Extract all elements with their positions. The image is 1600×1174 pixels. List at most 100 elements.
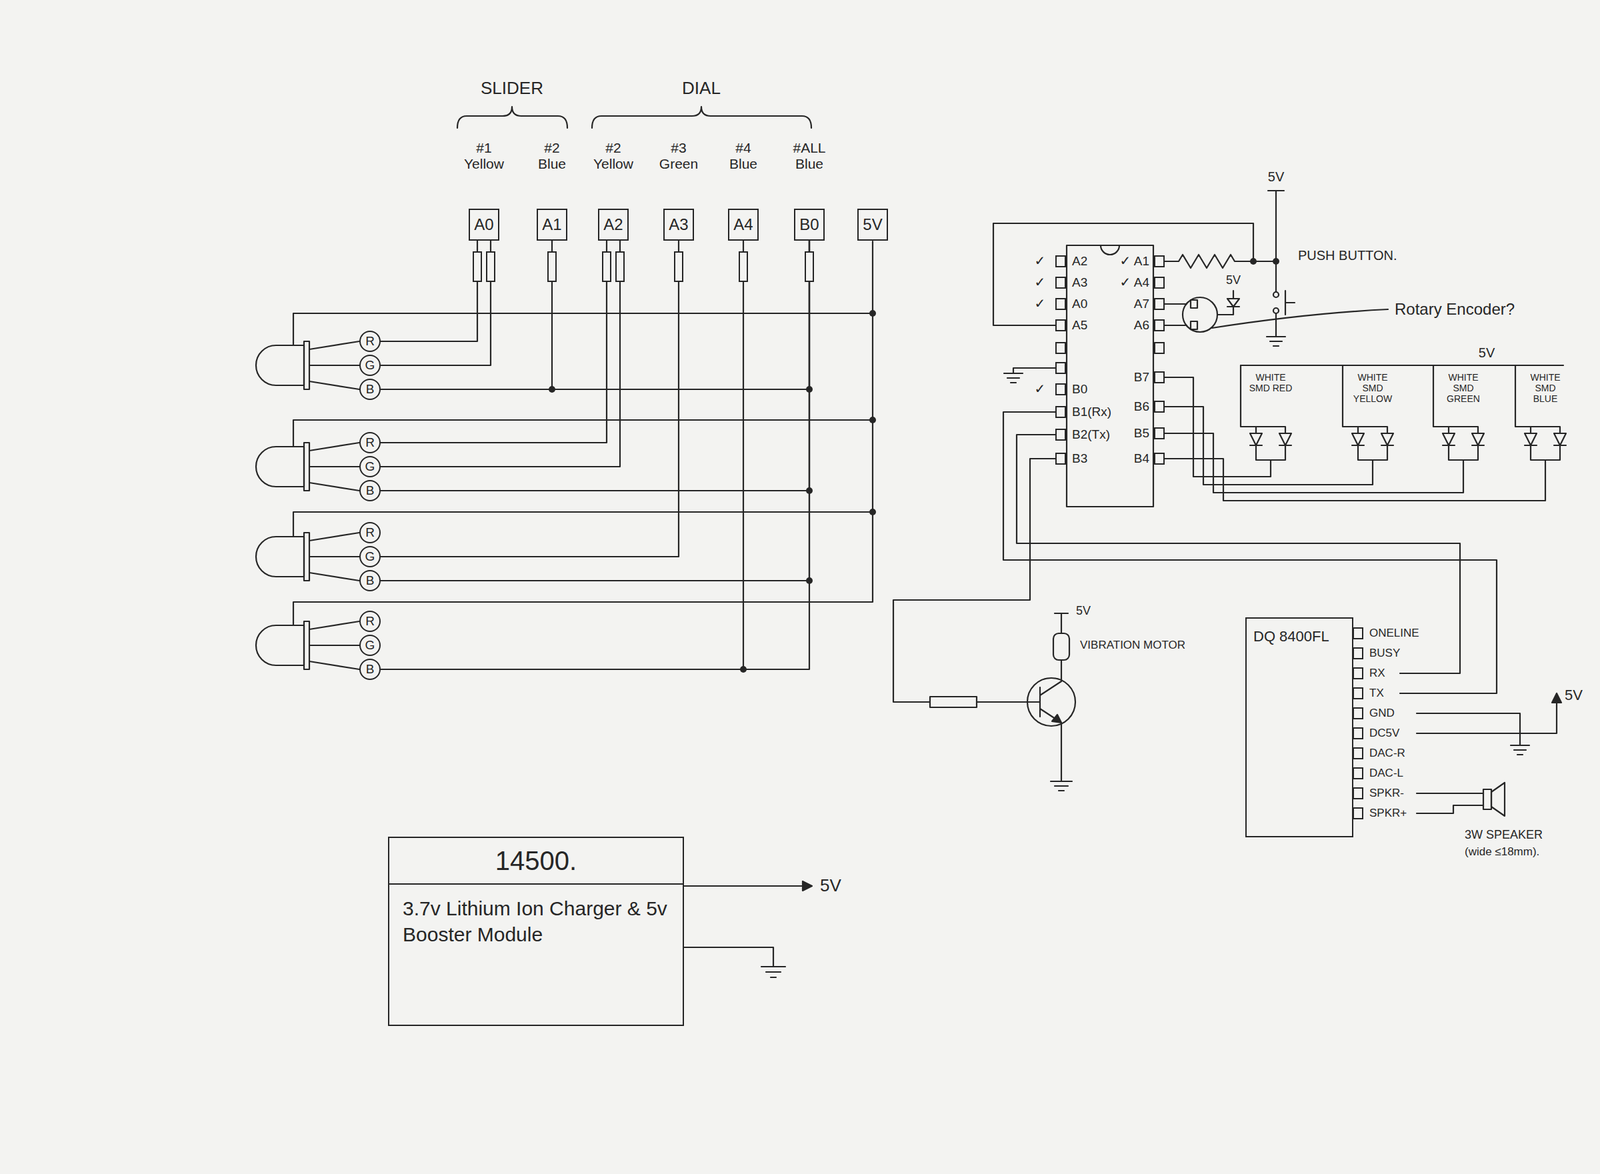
encoder-pin bbox=[1190, 300, 1198, 308]
transistor-symbol bbox=[1027, 678, 1076, 726]
speaker-symbol bbox=[1491, 782, 1505, 816]
ground-symbol bbox=[1050, 781, 1072, 791]
color-note: #2 Blue bbox=[528, 140, 576, 172]
pin-name: B0 bbox=[1070, 382, 1089, 397]
junction-dot bbox=[1272, 258, 1280, 265]
pin-name: B4 bbox=[1132, 451, 1151, 466]
pin-name: A7 bbox=[1132, 296, 1151, 312]
circle-outline bbox=[360, 546, 380, 567]
pin-name: A1 bbox=[542, 215, 562, 234]
transistor-symbol bbox=[1040, 660, 1062, 782]
module-pin bbox=[1353, 628, 1363, 639]
supply-label: 5V bbox=[1477, 345, 1496, 361]
wire bbox=[380, 240, 491, 366]
module-pin bbox=[1353, 708, 1363, 719]
ic-pin bbox=[1056, 384, 1066, 395]
module-text: 3.7v Lithium Ion Charger & 5v Booster Mo… bbox=[389, 884, 683, 958]
pin-name: B1(Rx) bbox=[1070, 404, 1113, 420]
wire bbox=[380, 240, 810, 670]
pin-name: GND bbox=[1368, 706, 1396, 720]
led-lead-circle: R bbox=[359, 330, 381, 352]
color-note: #2 Yellow bbox=[590, 140, 637, 172]
wire bbox=[380, 240, 810, 390]
led-lead-circle: G bbox=[359, 456, 381, 478]
led-label: WHITE SMD GREEN bbox=[1440, 372, 1487, 404]
junction-dot bbox=[869, 310, 876, 317]
led-lead-circle: B bbox=[359, 378, 381, 400]
check-mark: ✓ bbox=[1033, 274, 1048, 290]
ic-notch bbox=[1100, 245, 1120, 255]
part-note: (wide ≤18mm). bbox=[1463, 845, 1541, 859]
ic-pin bbox=[1154, 320, 1164, 331]
module-pin bbox=[1353, 688, 1363, 699]
pin-box: A1 bbox=[536, 208, 567, 241]
pin-name: A5 bbox=[1070, 318, 1089, 333]
junction-dot bbox=[740, 666, 747, 673]
ic-pin bbox=[1154, 453, 1164, 464]
junction-dot bbox=[869, 416, 876, 424]
junction-dot bbox=[1250, 258, 1257, 265]
pin-name: A1 bbox=[1132, 254, 1151, 269]
color-letter: B bbox=[359, 658, 381, 680]
led-lead-circle: R bbox=[359, 610, 381, 632]
supply-label: 5V bbox=[1563, 686, 1584, 704]
pin-name: B7 bbox=[1132, 370, 1151, 385]
pin-name: RX bbox=[1368, 666, 1387, 680]
pin-name: TX bbox=[1368, 686, 1386, 700]
supply-label: 5V bbox=[818, 876, 843, 896]
module-pin bbox=[1353, 648, 1363, 659]
wire bbox=[380, 240, 478, 342]
led-lead-circle: R bbox=[359, 522, 381, 544]
module-box: DQ 8400FL bbox=[1245, 617, 1354, 838]
pin-name: SPKR+ bbox=[1368, 806, 1408, 820]
pin-name: 5V bbox=[862, 215, 882, 234]
color-note: #4 Blue bbox=[720, 140, 767, 172]
wire bbox=[380, 240, 744, 670]
button-contact bbox=[1273, 292, 1279, 298]
color-letter: G bbox=[359, 546, 381, 568]
arrow-head bbox=[1552, 693, 1562, 703]
wire bbox=[380, 240, 679, 557]
resistor-symbol bbox=[674, 252, 683, 282]
push-button bbox=[1285, 290, 1295, 315]
rgb-led bbox=[256, 442, 360, 491]
pin-name: B5 bbox=[1132, 426, 1151, 441]
check-mark: ✓ bbox=[1033, 253, 1048, 269]
pin-box: B0 bbox=[794, 208, 824, 241]
pin-name: A3 bbox=[668, 215, 688, 234]
circle-outline bbox=[360, 379, 380, 400]
ic-pin bbox=[1154, 372, 1164, 383]
check-mark: ✓ bbox=[1118, 274, 1133, 290]
circle-outline bbox=[360, 432, 380, 453]
part-label: PUSH BUTTON. bbox=[1296, 248, 1399, 264]
speaker-symbol bbox=[1483, 789, 1492, 810]
supply-label: 5V bbox=[1074, 604, 1092, 618]
led-lead-circle: R bbox=[359, 432, 381, 454]
check-mark: ✓ bbox=[1033, 296, 1048, 312]
resistor-symbol bbox=[739, 252, 748, 282]
motor-symbol bbox=[1053, 633, 1070, 660]
check-mark: ✓ bbox=[1033, 381, 1048, 397]
led-flange bbox=[304, 442, 310, 491]
pin-box: A2 bbox=[598, 208, 628, 241]
ic-body bbox=[1066, 245, 1154, 507]
led-flange bbox=[304, 532, 310, 581]
arrow-head bbox=[802, 881, 812, 891]
supply-wire bbox=[1416, 701, 1557, 734]
brace bbox=[592, 106, 812, 128]
resistor-symbol bbox=[930, 696, 977, 708]
led-label: WHITE SMD YELLOW bbox=[1349, 372, 1396, 404]
wire bbox=[1164, 406, 1373, 485]
color-letter: G bbox=[359, 456, 381, 478]
module-text: 14500. bbox=[389, 838, 683, 885]
pin-name: DAC-R bbox=[1368, 746, 1407, 760]
pin-name: B0 bbox=[799, 215, 819, 234]
group-heading: DIAL bbox=[680, 78, 722, 99]
wire bbox=[1164, 458, 1546, 501]
pin-box: 5V bbox=[857, 208, 888, 241]
color-letter: R bbox=[359, 522, 381, 544]
